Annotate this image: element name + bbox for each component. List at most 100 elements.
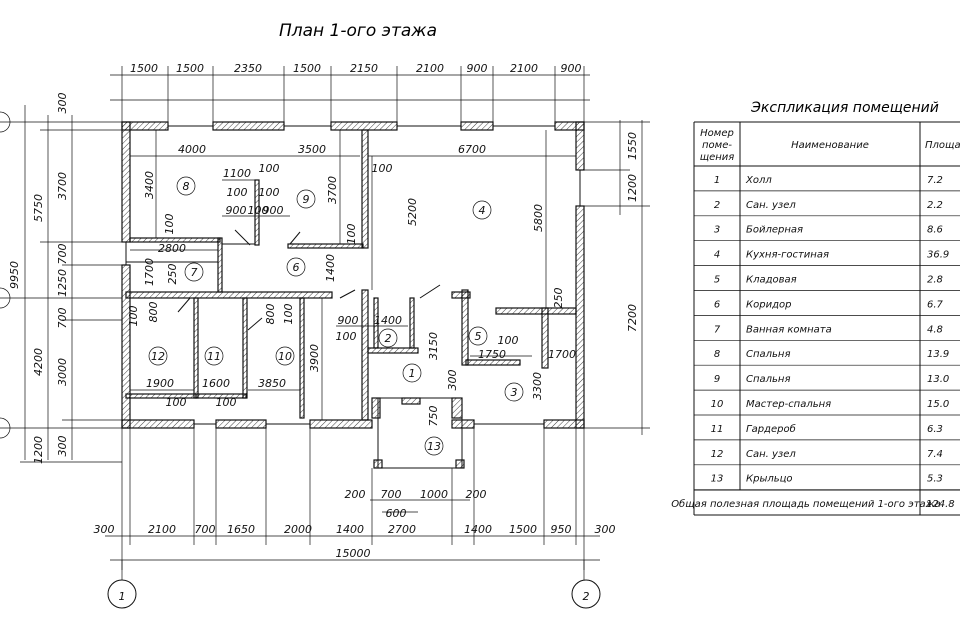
right-dim-1: 1550 [626, 132, 639, 160]
row-name: Гардероб [746, 423, 796, 435]
dim-1700-a: 1700 [143, 258, 156, 286]
total-width-dim: 15000 [336, 547, 371, 560]
plan-title: План 1-ого этажа [279, 21, 437, 41]
header-name: Наименование [791, 140, 869, 151]
row-area: 6.3 [927, 424, 943, 435]
row-number: 3 [714, 225, 720, 236]
dim-100-i: 100 [282, 304, 295, 325]
bottom-dim-5: 2000 [284, 523, 312, 536]
dim-750: 750 [427, 406, 440, 427]
row-area: 2.8 [927, 275, 943, 286]
interior-dimensions: 4000 3500 6700 3400 1100 100 100 100 100… [127, 130, 576, 427]
row-name: Холл [745, 175, 772, 186]
dim-100-a: 100 [259, 162, 280, 175]
bottom-dim-6: 1400 [336, 523, 364, 536]
bottom-dim-8: 1400 [464, 523, 492, 536]
left-inner-dim-5: 700 [56, 308, 69, 329]
top-dim-1: 1500 [130, 62, 158, 75]
dim-100-g: 100 [163, 214, 176, 235]
dim-5200: 5200 [406, 198, 419, 226]
row-area: 5.3 [927, 474, 943, 485]
left-total-dim: 9950 [8, 261, 21, 289]
outer-walls [121, 121, 585, 429]
row-number: 5 [714, 275, 720, 286]
row-name: Кухня-гостиная [746, 250, 829, 261]
dim-3150: 3150 [427, 332, 440, 360]
dim-3300: 3300 [531, 372, 544, 400]
room-number-6: 6 [293, 261, 300, 274]
porch-center-dim: 600 [386, 507, 407, 520]
dim-100-k: 100 [498, 334, 519, 347]
row-number: 10 [711, 399, 724, 410]
row-name: Сан. узел [746, 449, 796, 460]
left-inner-dim-4: 1250 [56, 269, 69, 297]
row-name: Сан. узел [746, 200, 796, 211]
dim-300: 300 [446, 370, 459, 391]
bottom-dim-3: 700 [195, 523, 216, 536]
room-number-12: 12 [151, 350, 165, 363]
row-area: 7.2 [927, 175, 943, 186]
dim-3700: 3700 [326, 176, 339, 204]
dim-100-j: 100 [336, 330, 357, 343]
left-inner-dim-2: 3700 [56, 172, 69, 200]
dim-3400: 3400 [143, 171, 156, 199]
row-area: 4.8 [927, 324, 943, 335]
dim-900-c: 900 [338, 314, 359, 327]
porch: 200 700 1000 200 600 [345, 397, 487, 520]
dim-100-e: 100 [372, 162, 393, 175]
bottom-dim-1: 300 [94, 523, 115, 536]
bottom-dim-4: 1650 [227, 523, 255, 536]
top-dim-9: 900 [561, 62, 582, 75]
room-number-9: 9 [303, 193, 310, 206]
right-dim-3: 7200 [626, 304, 639, 332]
axis-label-1: 1 [119, 590, 126, 603]
dim-100-b: 100 [227, 186, 248, 199]
top-dimension-chain: 1500 1500 2350 1500 2150 2100 900 2100 9… [110, 62, 590, 122]
dim-5800: 5800 [532, 204, 545, 232]
dim-800-b: 800 [264, 304, 277, 325]
row-number: 4 [714, 250, 720, 261]
dim-3500: 3500 [298, 143, 326, 156]
dim-100-f: 100 [345, 224, 358, 245]
dim-900-b: 900 [263, 204, 284, 217]
row-number: 13 [711, 474, 724, 485]
header-number-line-2: поме- [702, 140, 732, 151]
bottom-dim-10: 950 [551, 523, 572, 536]
dim-250-b: 250 [552, 288, 565, 309]
interior-walls [125, 129, 577, 421]
dim-4000: 4000 [178, 143, 206, 156]
row-name: Спальня [746, 349, 791, 360]
row-name: Мастер-спальня [746, 399, 831, 410]
header-number-line-3: щения [700, 152, 735, 163]
dim-1600: 1600 [202, 377, 230, 390]
explication-table: Экспликация помещений Номер поме- щения … [671, 100, 960, 516]
left-mid-dim-2: 4200 [32, 348, 45, 376]
bottom-dim-9: 1500 [509, 523, 537, 536]
dim-100-l: 100 [166, 396, 187, 409]
row-number: 2 [714, 200, 720, 211]
left-inner-dim-6: 3000 [56, 358, 69, 386]
dim-100-h: 100 [127, 306, 140, 327]
bottom-dim-7: 2700 [388, 523, 416, 536]
dim-1900: 1900 [146, 377, 174, 390]
row-number: 8 [714, 349, 720, 360]
dim-1400-a: 1400 [324, 254, 337, 282]
row-area: 13.0 [927, 374, 949, 385]
room-number-2: 2 [385, 332, 392, 345]
top-dim-2: 1500 [176, 62, 204, 75]
left-inner-dim-3: 700 [56, 244, 69, 265]
row-area: 36.9 [927, 250, 949, 261]
dim-2800: 2800 [158, 242, 186, 255]
dim-1700-b: 1700 [548, 348, 576, 361]
row-name: Ванная комната [746, 324, 832, 335]
top-dim-7: 900 [467, 62, 488, 75]
left-dimension-chain: 9950 5750 4200 1200 300 3700 700 1250 70… [0, 93, 122, 464]
dim-100-c: 100 [259, 186, 280, 199]
top-dim-5: 2150 [350, 62, 378, 75]
bottom-dim-11: 300 [595, 523, 616, 536]
row-number: 11 [711, 424, 724, 435]
row-area: 2.2 [927, 200, 943, 211]
row-area: 6.7 [927, 299, 944, 310]
bottom-dimension-chain: 300 2100 700 1650 2000 1400 2700 1400 15… [94, 428, 616, 580]
